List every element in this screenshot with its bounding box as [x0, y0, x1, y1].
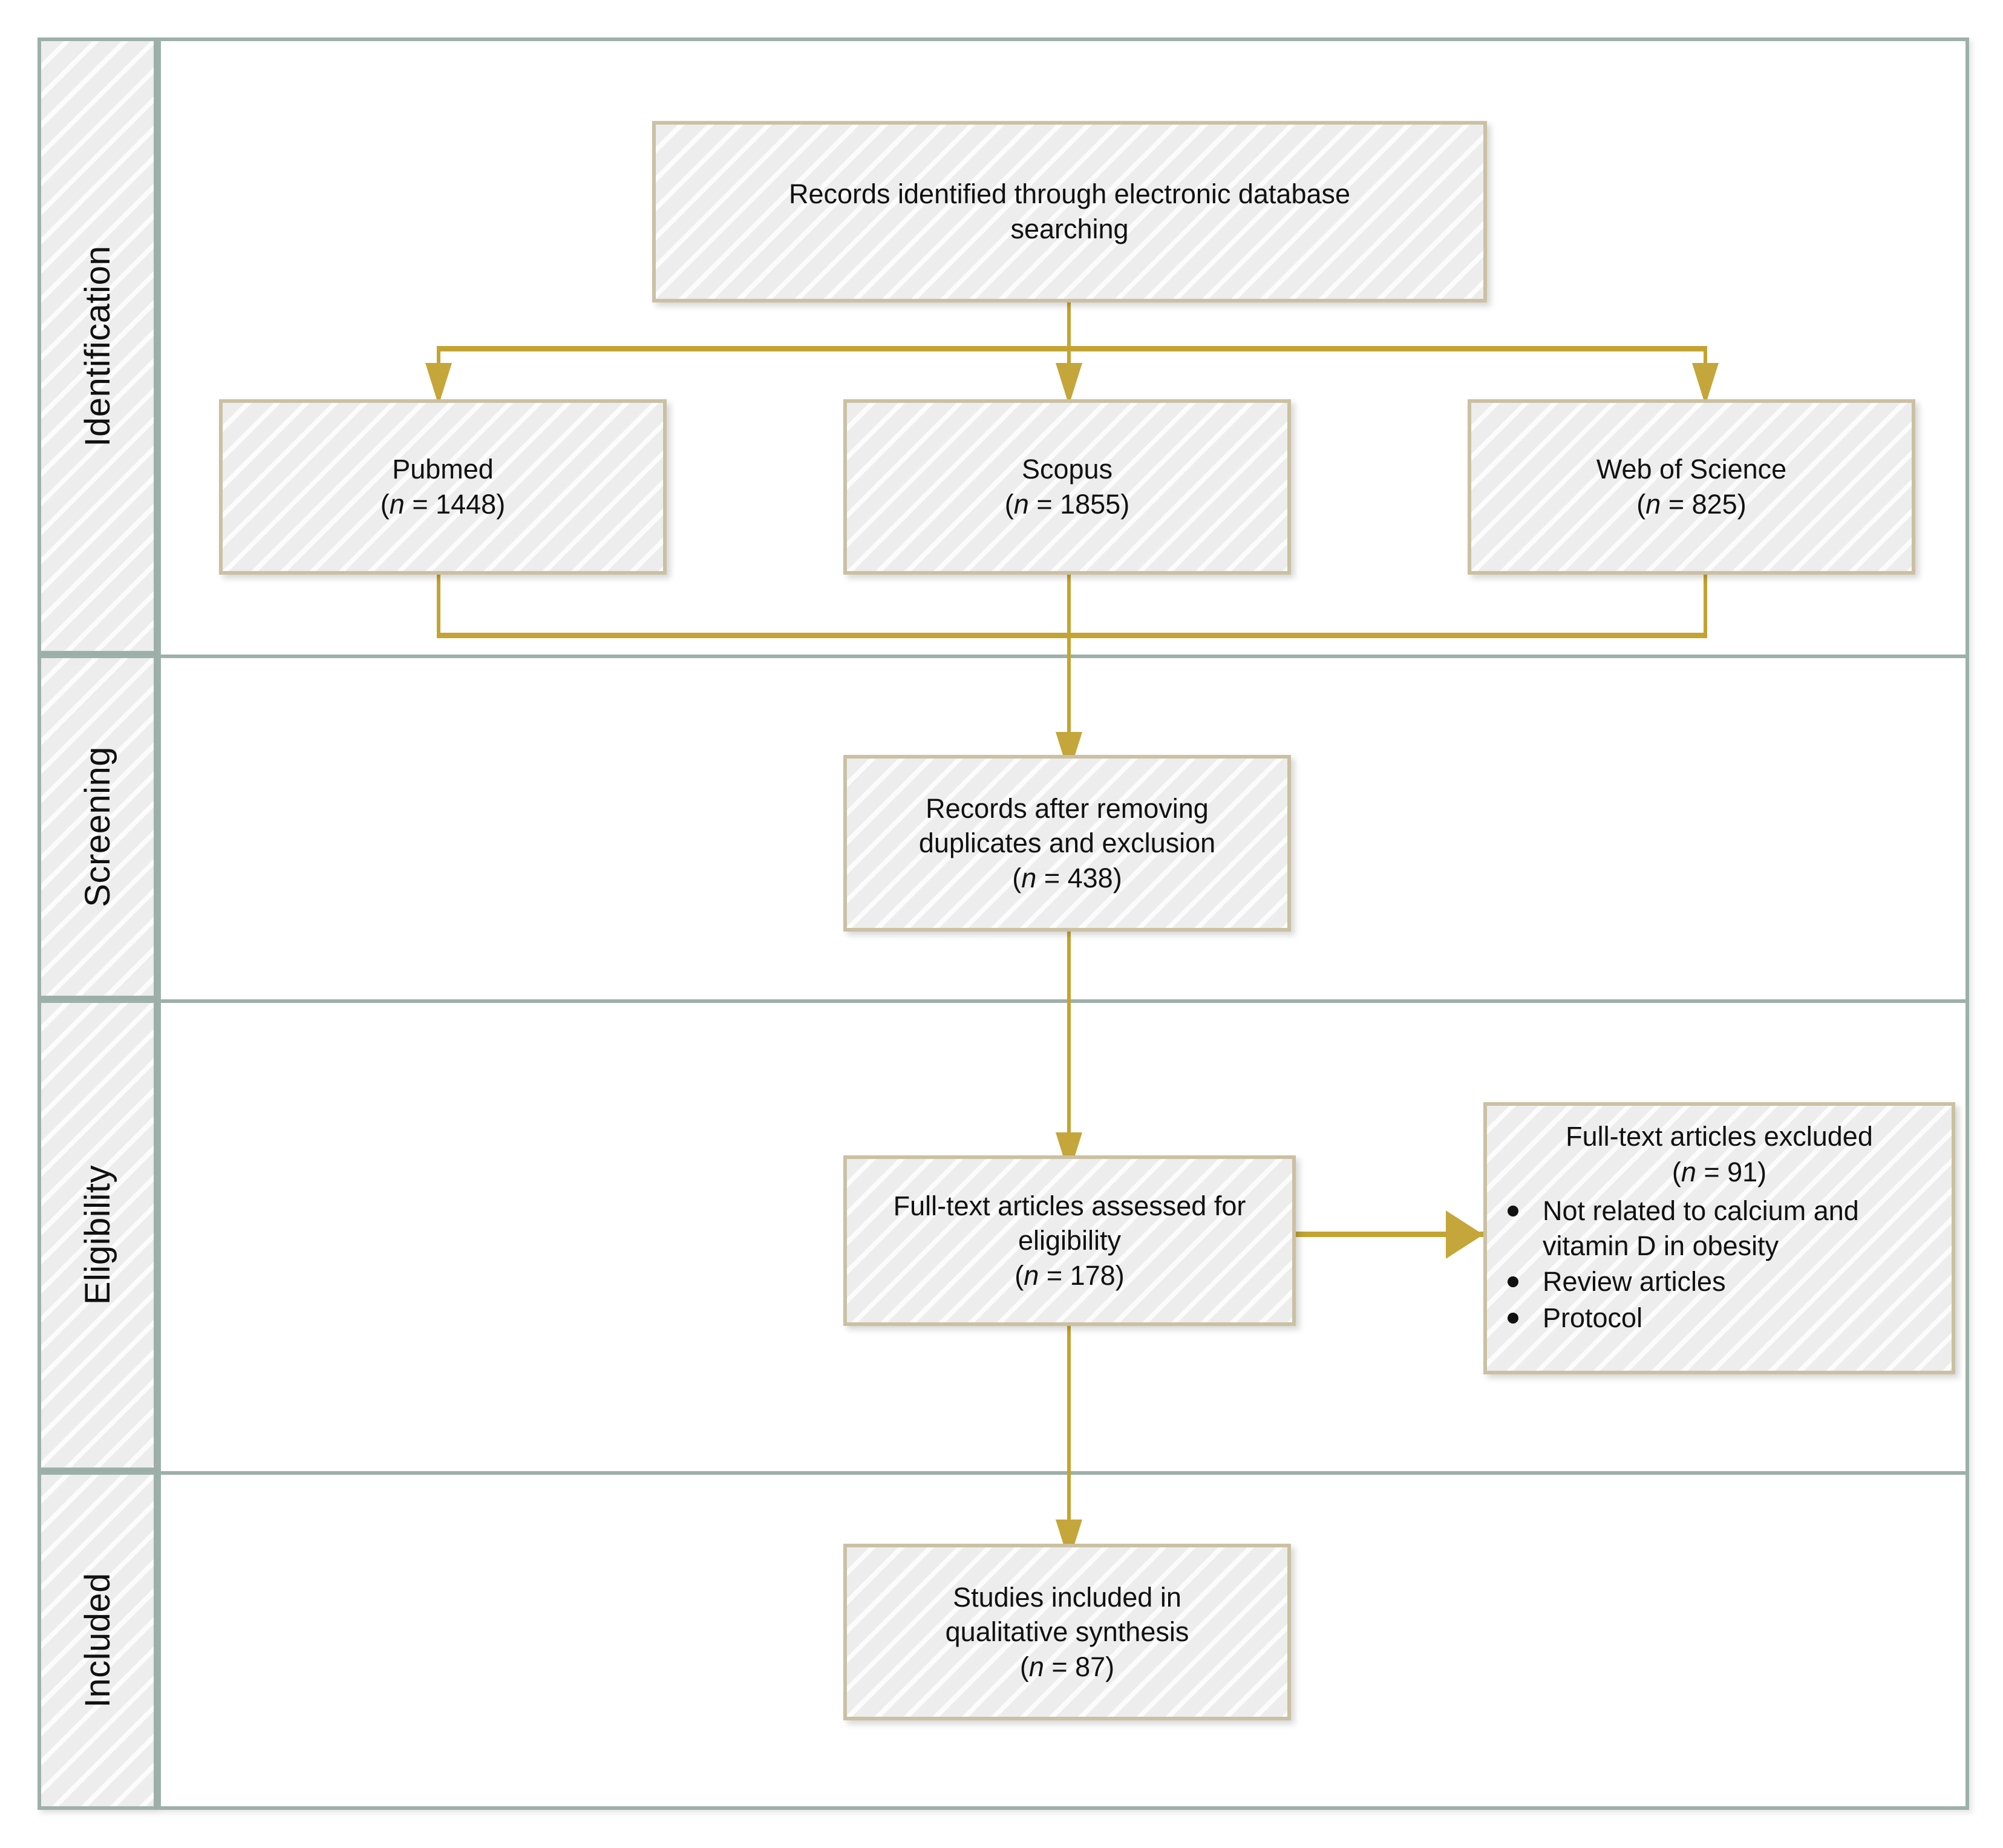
pubmed-paren-open: (	[380, 489, 390, 520]
connector-screening-to-eligibility	[1067, 932, 1071, 1174]
list-item: Not related to calcium and vitamin D in …	[1508, 1193, 1937, 1263]
box-fulltext-assessed: Full-text articles assessed for eligibil…	[843, 1155, 1296, 1326]
connector-pubmed-to-merge	[437, 573, 440, 636]
box-pubmed: Pubmed (n = 1448)	[219, 399, 667, 575]
pubmed-n-symbol: n	[389, 489, 405, 520]
dup-n-value: = 438)	[1036, 862, 1122, 893]
box-fulltext-excluded: Full-text articles excluded (n = 91) Not…	[1483, 1102, 1955, 1374]
dup-paren-open: (	[1012, 862, 1022, 893]
excluded-paren-open: (	[1671, 1156, 1681, 1187]
connector-wos-to-merge	[1704, 573, 1707, 636]
fulltext-assessed-line-1: Full-text articles assessed for	[893, 1190, 1246, 1221]
divider-eligibility-included	[157, 1471, 1969, 1475]
fulltext-assessed-line-2: eligibility	[1018, 1225, 1122, 1256]
connector-merge-to-screening	[1067, 573, 1071, 773]
excluded-n-symbol: n	[1681, 1156, 1696, 1187]
arrowhead-pubmed	[425, 363, 452, 405]
pubmed-count: (n = 1448)	[381, 487, 505, 522]
scopus-label: Scopus	[1021, 454, 1113, 485]
connector-split-bus	[437, 346, 1707, 351]
dup-n-symbol: n	[1021, 862, 1037, 893]
arrowhead-excluded	[1446, 1210, 1483, 1259]
included-paren-open: (	[1019, 1651, 1029, 1682]
pubmed-label: Pubmed	[392, 454, 494, 485]
fulltext-assessed-count: (n = 178)	[1015, 1258, 1124, 1293]
stage-cell-eligibility: Eligibility	[38, 999, 157, 1471]
web-of-science-label: Web of Science	[1596, 454, 1787, 485]
stage-label-eligibility: Eligibility	[77, 1165, 117, 1305]
box-web-of-science: Web of Science (n = 825)	[1468, 399, 1915, 575]
records-identified-line-2: searching	[1010, 214, 1129, 244]
assessed-n-symbol: n	[1024, 1259, 1039, 1291]
assessed-paren-open: (	[1015, 1259, 1024, 1291]
divider-identification-screening	[157, 655, 1969, 658]
box-studies-included: Studies included in qualitative synthesi…	[843, 1544, 1291, 1720]
box-records-identified: Records identified through electronic da…	[652, 121, 1487, 302]
exclusion-reason-2: Review articles	[1543, 1266, 1726, 1298]
scopus-count: (n = 1855)	[1005, 487, 1129, 522]
bullet-dot-icon	[1508, 1206, 1518, 1216]
assessed-n-value: = 178)	[1039, 1259, 1125, 1291]
stage-cell-screening: Screening	[38, 655, 157, 999]
web-of-science-count: (n = 825)	[1636, 487, 1746, 522]
fulltext-excluded-heading: Full-text articles excluded (n = 91)	[1501, 1119, 1937, 1190]
scopus-n-value: = 1855)	[1028, 489, 1130, 520]
stage-cell-included: Included	[38, 1471, 157, 1810]
exclusion-reason-list: Not related to calcium and vitamin D in …	[1501, 1193, 1937, 1336]
list-item: Review articles	[1508, 1264, 1937, 1299]
bullet-dot-icon	[1508, 1276, 1518, 1288]
box-scopus: Scopus (n = 1855)	[843, 399, 1291, 575]
included-n-symbol: n	[1028, 1651, 1044, 1682]
stage-label-screening: Screening	[77, 746, 117, 907]
divider-screening-eligibility	[157, 999, 1969, 1003]
list-item: Protocol	[1508, 1301, 1937, 1336]
connector-eligibility-to-excluded	[1296, 1232, 1483, 1237]
records-after-duplicates-line-2: duplicates and exclusion	[918, 828, 1216, 859]
excluded-n-value: = 91)	[1696, 1156, 1767, 1187]
studies-included-line-2: qualitative synthesis	[945, 1616, 1189, 1648]
wos-n-symbol: n	[1645, 489, 1661, 520]
box-records-after-duplicates: Records after removing duplicates and ex…	[843, 755, 1291, 932]
connector-identified-to-bus	[1067, 302, 1071, 350]
wos-n-value: = 825)	[1661, 489, 1746, 520]
scopus-paren-open: (	[1004, 489, 1014, 520]
stage-cell-identification: Identification	[38, 38, 157, 655]
arrowhead-scopus	[1056, 363, 1082, 405]
wos-paren-open: (	[1636, 489, 1646, 520]
stage-label-identification: Identification	[77, 245, 117, 447]
fulltext-excluded-count: (n = 91)	[1501, 1155, 1937, 1190]
studies-included-count: (n = 87)	[1020, 1650, 1114, 1685]
pubmed-n-value: = 1448)	[404, 489, 506, 520]
studies-included-line-1: Studies included in	[953, 1581, 1181, 1613]
scopus-n-symbol: n	[1013, 489, 1029, 520]
records-identified-line-1: Records identified through electronic da…	[788, 178, 1351, 210]
bullet-dot-icon	[1508, 1312, 1518, 1324]
stage-label-included: Included	[77, 1573, 117, 1708]
exclusion-reason-3: Protocol	[1543, 1302, 1643, 1333]
exclusion-reason-1: Not related to calcium and vitamin D in …	[1543, 1195, 1859, 1261]
arrowhead-wos	[1692, 363, 1719, 405]
records-after-duplicates-line-1: Records after removing	[926, 792, 1209, 824]
records-after-duplicates-count: (n = 438)	[1012, 861, 1122, 896]
connector-eligibility-to-included	[1067, 1326, 1071, 1562]
included-n-value: = 87)	[1044, 1651, 1115, 1682]
fulltext-excluded-line-1: Full-text articles excluded	[1566, 1121, 1873, 1152]
stage-column: Identification Screening Eligibility Inc…	[38, 38, 157, 1810]
connector-merge-bus	[437, 633, 1707, 638]
